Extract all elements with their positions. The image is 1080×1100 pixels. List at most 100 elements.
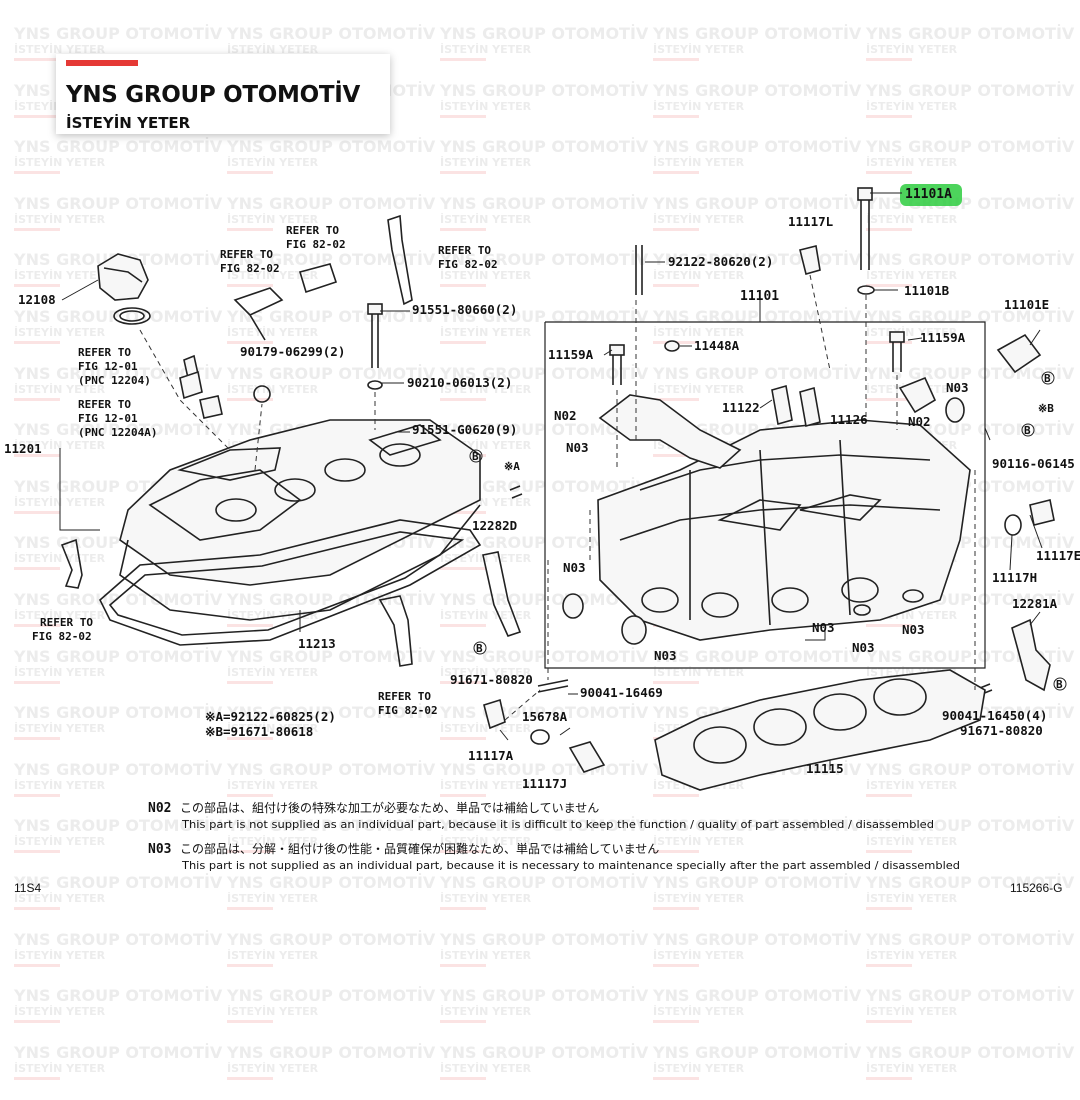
watermark-line1: YNS GROUP OTOMOTİV [440, 193, 649, 213]
watermark-line2: İSTEYİN YETER [440, 43, 532, 56]
watermark-line1: YNS GROUP OTOMOTİV [653, 24, 862, 43]
cylinder-head [597, 419, 971, 641]
watermark-line1: YNS GROUP OTOMOTİV [227, 250, 436, 270]
label-11101: 11101 [740, 289, 779, 304]
watermark-line2: İSTEYİN YETER [653, 99, 745, 113]
watermark-bar [14, 397, 60, 401]
watermark-bar [653, 1020, 699, 1024]
cover-bolts [367, 303, 383, 390]
watermark-bar [440, 680, 486, 684]
watermark-bar [653, 227, 699, 231]
watermark-line2: İSTEYİN YETER [440, 212, 532, 226]
watermark-line2: İSTEYİN YETER [866, 948, 958, 962]
watermark-line2: İSTEYİN YETER [440, 948, 532, 962]
watermark-line1: YNS GROUP OTOMOTİV [440, 420, 649, 440]
watermark-bar [227, 793, 273, 797]
watermark-line2: İSTEYİN YETER [653, 1061, 745, 1075]
label-11101A: 11101A [905, 187, 952, 202]
watermark-bar [653, 58, 699, 61]
marker-b-2 [1041, 371, 1055, 385]
watermark-bar [440, 737, 486, 741]
watermark-line1: YNS GROUP OTOMOTİV [14, 703, 223, 723]
watermark-bar [14, 963, 60, 967]
label-11159A-left: 11159A [548, 347, 594, 362]
watermark-bar [866, 963, 912, 967]
watermark-line2: İSTEYİN YETER [440, 722, 532, 736]
watermark-line1: YNS GROUP OTOMOTİV [653, 80, 862, 100]
watermark-line2: İSTEYİN YETER [653, 892, 745, 905]
bracket-bottom [378, 595, 413, 667]
watermark-line2: İSTEYİN YETER [440, 156, 532, 170]
watermark-line1: YNS GROUP OTOMOTİV [440, 250, 649, 270]
watermark-line2: İSTEYİN YETER [14, 835, 106, 849]
label-11122: 11122 [722, 400, 760, 415]
footer-left-code: 11S4 [14, 881, 41, 895]
watermark-bar [227, 624, 273, 627]
label-11213: 11213 [298, 636, 336, 651]
label-90210-06013: 90210-06013(2) [407, 375, 512, 390]
ref-fig1201-b-1: REFER TO [78, 398, 131, 411]
brand-badge: YNS GROUP OTOMOTİV İSTEYİN YETER [56, 54, 390, 134]
code-n03-1: N03 [566, 440, 589, 455]
watermark-line2: İSTEYİN YETER [14, 1005, 106, 1019]
watermark-line2: İSTEYİN YETER [227, 1061, 319, 1075]
watermark-line1: YNS GROUP OTOMOTİV [653, 307, 862, 326]
label-91671-80820-right: 91671-80820 [960, 723, 1043, 738]
watermark-line2: İSTEYİN YETER [866, 778, 958, 792]
mark-b: ※B [1038, 402, 1054, 415]
watermark-line1: YNS GROUP OTOMOTİV [440, 137, 649, 157]
watermark-line2: İSTEYİN YETER [227, 835, 319, 849]
watermark-line2: İSTEYİN YETER [227, 1005, 319, 1019]
watermark-line2: İSTEYİN YETER [653, 156, 745, 170]
watermark-line2: İSTEYİN YETER [14, 382, 106, 396]
watermark-bar [14, 737, 60, 741]
label-90041-16469: 90041-16469 [580, 685, 663, 700]
watermark-bar [14, 567, 60, 571]
watermark-line2: İSTEYİN YETER [653, 326, 745, 339]
watermark-bar [653, 114, 699, 118]
watermark-line1: YNS GROUP OTOMOTİV [440, 986, 649, 1006]
ref-fig8202-1a: REFER TO [220, 248, 273, 261]
watermark-bar [14, 454, 60, 458]
watermark-line1: YNS GROUP OTOMOTİV [653, 873, 862, 892]
engine-hanger-12282D [482, 551, 522, 637]
plug-11117J [568, 741, 606, 773]
label-11101B: 11101B [904, 283, 950, 298]
watermark-bar [14, 1076, 60, 1080]
watermark-line2: İSTEYİN YETER [866, 269, 958, 283]
letter-b-4: B [476, 642, 483, 655]
watermark-bar [440, 963, 486, 967]
watermark-line2: İSTEYİN YETER [653, 948, 745, 962]
watermark-bar [866, 624, 912, 627]
seal-n03-left2 [621, 615, 647, 645]
watermark-line2: İSTEYİN YETER [440, 1061, 532, 1075]
note-n03-code: N03 [148, 842, 171, 857]
letter-b-5: B [1056, 678, 1063, 691]
watermark-line2: İSTEYİN YETER [14, 43, 106, 56]
watermark-bar [14, 171, 60, 175]
head-bolt-11101A [857, 187, 873, 270]
note-a: ※A=92122-60825(2) [205, 709, 336, 724]
watermark-bar [227, 341, 273, 344]
watermark-bar [866, 284, 912, 288]
ref-fig1201-a-2: FIG 12-01 [78, 360, 138, 373]
watermark-line2: İSTEYİN YETER [227, 609, 319, 622]
watermark-bar [440, 341, 486, 344]
note-n02-jp: この部品は、組付け後の特殊な加工が必要なため、単品では補給していません [180, 800, 599, 815]
label-11115: 11115 [806, 761, 844, 776]
bolt-11159A-left [609, 344, 625, 385]
watermark-bar [14, 510, 60, 514]
marker-b-1 [469, 449, 483, 463]
watermark-bar [440, 907, 486, 910]
